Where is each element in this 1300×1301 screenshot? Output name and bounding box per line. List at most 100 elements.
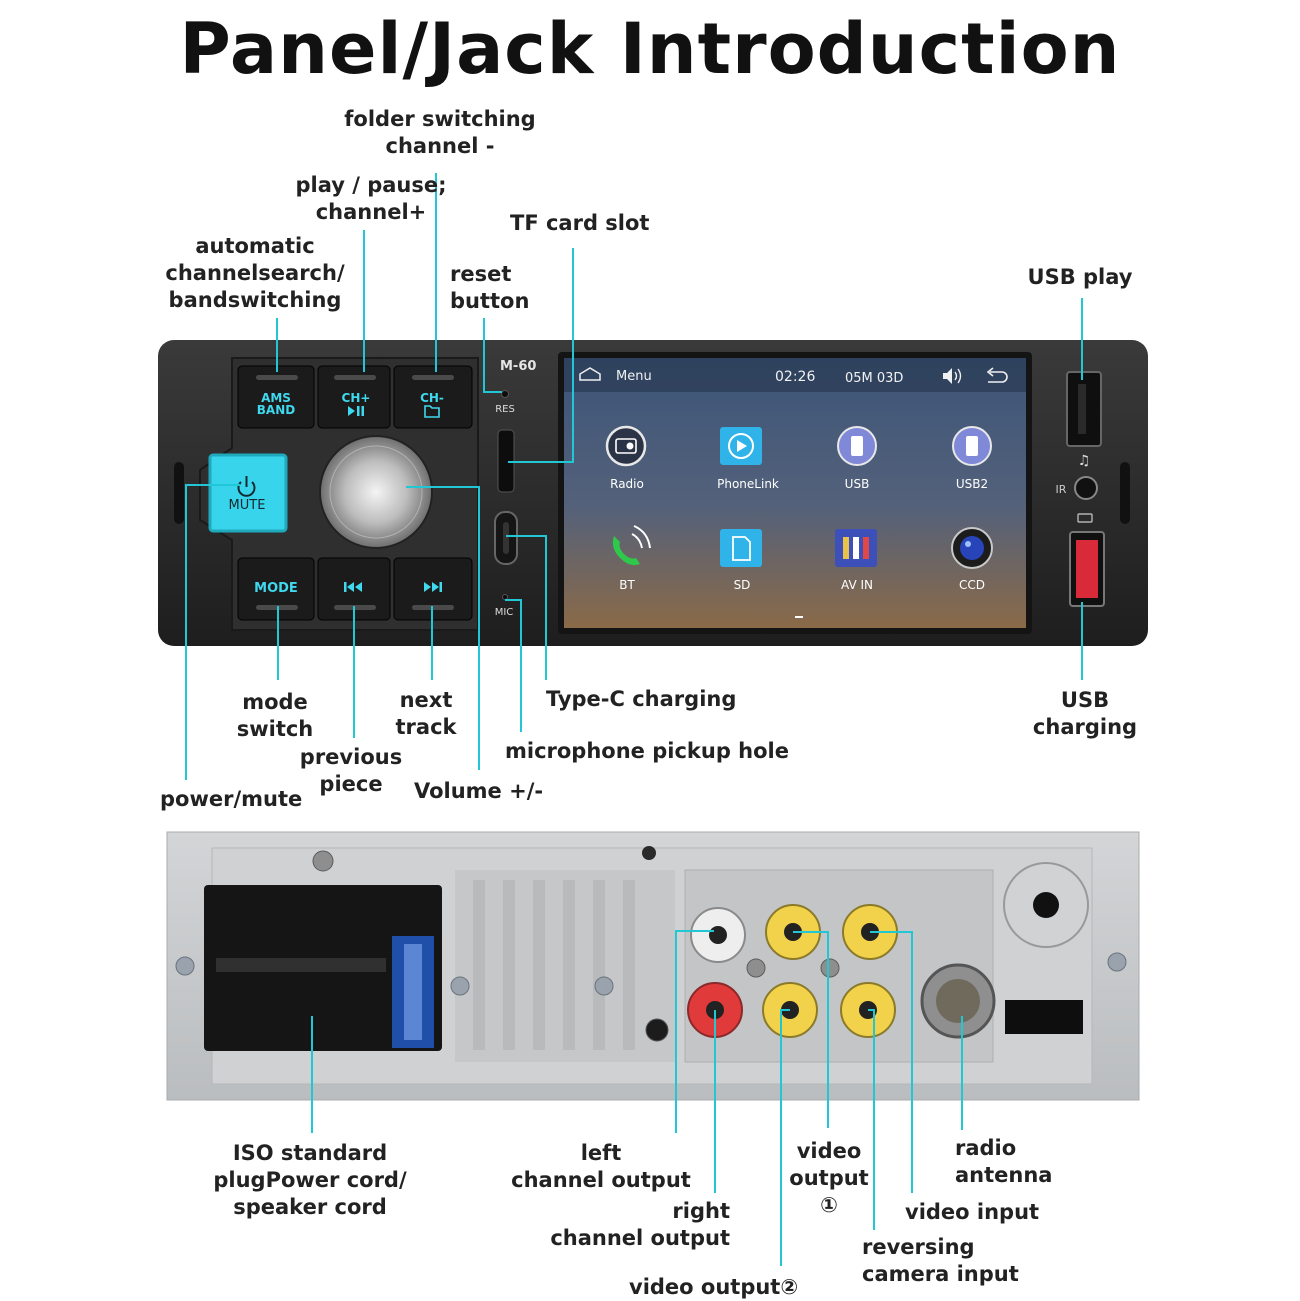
app-label: AV IN [841, 578, 873, 592]
mic-label: MIC [495, 607, 514, 618]
mic-jack [645, 1018, 669, 1042]
home-icon[interactable] [579, 367, 601, 381]
ir-icon: IR [1056, 483, 1067, 496]
app-label: USB2 [956, 477, 988, 491]
app-label: CCD [959, 578, 985, 592]
ams-band-groove [256, 375, 298, 380]
camera-glint [965, 541, 971, 547]
phonelink-icon-play [737, 440, 747, 452]
iso-divider [216, 958, 386, 972]
rear-label-block [1005, 1000, 1083, 1034]
label-microphone: microphone pickup hole [505, 739, 789, 763]
leader-volume [406, 486, 480, 770]
type-c-pin [503, 522, 509, 554]
app-usb[interactable]: USB [837, 426, 877, 491]
leader-video-input [870, 931, 913, 1193]
phone-bt-icon [612, 536, 640, 566]
page-title: Panel/Jack Introduction [179, 8, 1121, 90]
app-ccd[interactable]: CCD [951, 527, 993, 592]
app-bt[interactable]: BT [612, 525, 651, 592]
leader-type-c [506, 535, 547, 680]
reset-hole[interactable] [501, 390, 509, 398]
clock-time: 02:26 [775, 369, 815, 385]
screw-icon [450, 976, 470, 996]
sd-card-glyph [732, 536, 751, 561]
app-label: SD [734, 578, 751, 592]
bt-wave-outer [633, 525, 651, 549]
label-video-output-2: video output② [629, 1275, 799, 1299]
ch-plus-groove [334, 375, 376, 380]
power-icon [237, 476, 256, 497]
label-reversing: reversing camera input [862, 1235, 1019, 1286]
model-label: M-60 [500, 359, 536, 374]
label-previous: previous piece [299, 745, 403, 796]
app-label: BT [619, 578, 635, 592]
phonelink-icon-ring [728, 433, 754, 459]
leader-left-channel [675, 930, 714, 1133]
label-video-output-1: video output ① [789, 1139, 869, 1217]
ch-plus-button[interactable] [317, 365, 391, 429]
label-usb-play: USB play [1027, 265, 1133, 289]
av-plug-2 [853, 537, 859, 559]
knob-ring [329, 445, 423, 539]
ch-minus-groove [412, 375, 454, 380]
next-track-icon [424, 582, 442, 592]
label-video-input: video input [905, 1200, 1040, 1224]
music-note-icon: ♫ [1078, 453, 1091, 469]
label-automatic: automatic channelsearch/ bandswitching [165, 234, 345, 312]
leader-microphone [505, 599, 522, 732]
app-av-in[interactable]: AV IN [835, 529, 877, 592]
av-plug-3 [863, 537, 869, 559]
vent-slot [593, 880, 605, 1050]
bt-wave-inner [631, 533, 643, 549]
label-mode-switch: mode switch [236, 690, 314, 741]
folder-icon [424, 405, 440, 418]
menu-label[interactable]: Menu [616, 369, 652, 384]
usb-icon-plug [851, 436, 863, 456]
speaker-icon[interactable] [943, 368, 962, 384]
band-label: BAND [257, 403, 295, 417]
usb2-icon-plug [966, 436, 978, 456]
app-phonelink[interactable]: PhoneLink [717, 427, 779, 491]
ir-sensor [1074, 476, 1098, 500]
label-reset: reset button [450, 262, 530, 313]
usb-charging-tongue [1076, 540, 1098, 598]
leader-lines [185, 173, 1083, 1266]
back-icon[interactable] [986, 367, 1008, 383]
mount-hole [642, 846, 656, 860]
vent-slot [623, 880, 635, 1050]
leader-reset [483, 318, 502, 393]
vent-slot [473, 880, 485, 1050]
mode-label: MODE [254, 581, 298, 596]
app-sd[interactable]: SD [720, 529, 762, 592]
leader-video-output-2 [780, 1009, 790, 1266]
mute-label: MUTE [229, 498, 266, 513]
screw-icon [746, 958, 766, 978]
left-slot [174, 462, 184, 524]
label-play-pause: play / pause; channel+ [295, 173, 447, 224]
app-radio[interactable]: Radio [605, 425, 647, 491]
clock-date: 05M 03D [845, 371, 903, 386]
right-slot [1120, 462, 1130, 524]
mode-button[interactable] [237, 557, 315, 621]
label-radio-antenna: radio antenna [955, 1136, 1053, 1187]
screw-icon [312, 850, 334, 872]
front-panel: AMS BAND CH+ CH- MUTE [158, 340, 1148, 646]
res-label: RES [495, 404, 515, 415]
leader-video-output-1 [793, 931, 829, 1128]
screw-icon [594, 976, 614, 996]
mute-button[interactable] [208, 453, 288, 533]
ch-minus-button[interactable] [393, 365, 473, 429]
left-channel-jack-core [709, 926, 727, 944]
volume-knob[interactable] [319, 435, 433, 549]
app-label: PhoneLink [717, 477, 779, 491]
label-iso: ISO standard plugPower cord/ speaker cor… [213, 1141, 407, 1219]
radio-icon-glyph [615, 438, 637, 454]
vent-slot [503, 880, 515, 1050]
av-plug-1 [843, 537, 849, 559]
app-usb2[interactable]: USB2 [952, 426, 992, 491]
screw-icon [820, 958, 840, 978]
radio-icon [605, 425, 647, 467]
